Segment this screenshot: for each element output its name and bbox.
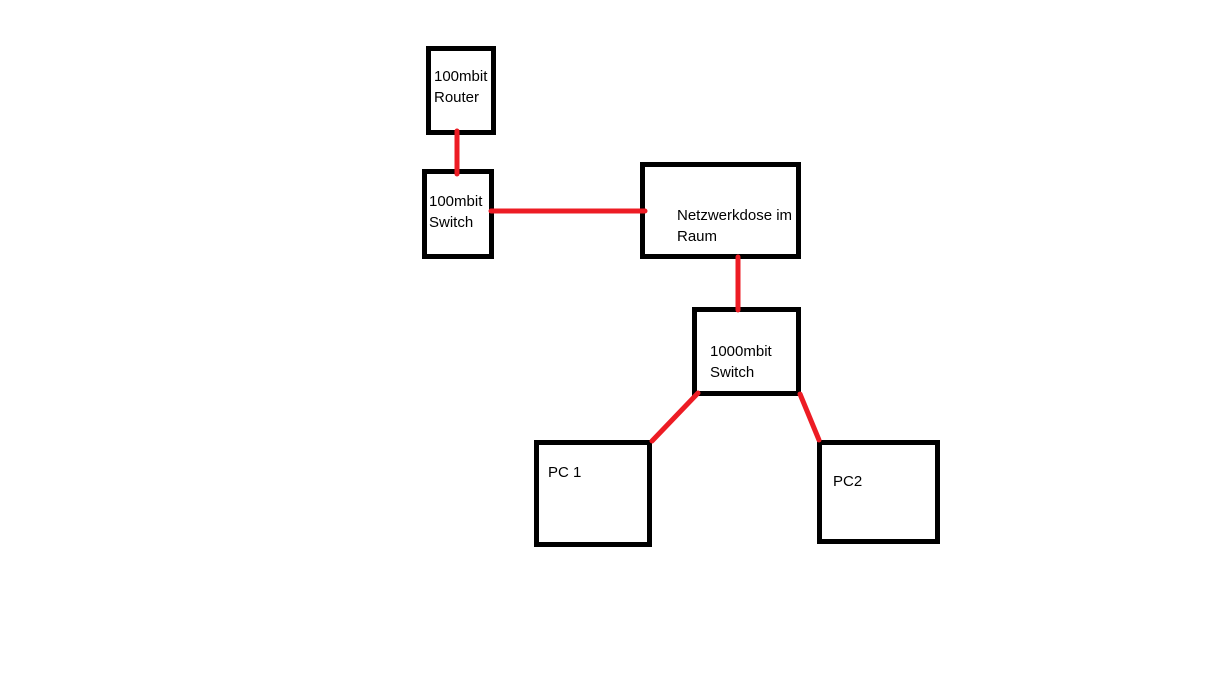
link-switch1000-pc2 <box>797 391 822 443</box>
node-switch-100mbit: 100mbit Switch <box>422 169 494 259</box>
link-switch1000-pc1 <box>649 390 701 444</box>
node-pc2: PC2 <box>817 440 940 544</box>
node-pc1: PC 1 <box>534 440 652 547</box>
node-router: 100mbit Router <box>426 46 496 135</box>
node-switch-1000mbit: 1000mbit Switch <box>692 307 801 396</box>
node-netzwerkdose: Netzwerkdose im Raum <box>640 162 801 259</box>
